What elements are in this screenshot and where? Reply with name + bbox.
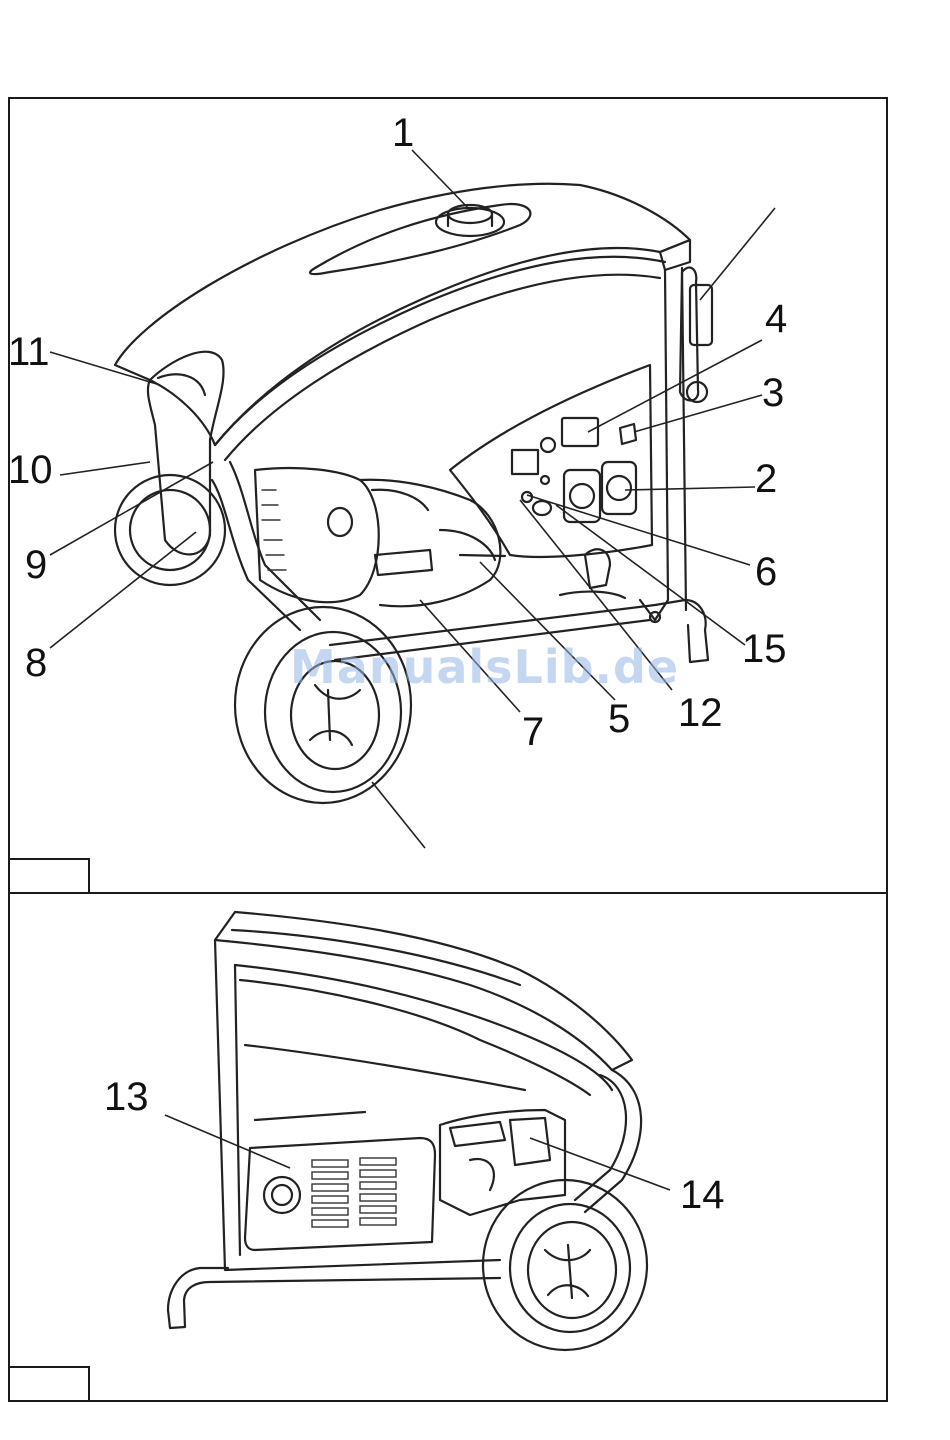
callout-9: 9 — [25, 543, 47, 587]
callout-labels-bottom: 13 14 — [104, 1075, 725, 1217]
callout-7: 7 — [522, 710, 544, 754]
watermark-text: ManualsLib.de — [290, 640, 679, 694]
callout-12: 12 — [678, 691, 723, 735]
callout-11: 11 — [8, 330, 50, 374]
callout-2: 2 — [755, 457, 777, 501]
callout-4: 4 — [765, 297, 787, 341]
generator-rear-drawing — [168, 912, 647, 1350]
callout-5: 5 — [608, 697, 630, 741]
callout-10: 10 — [8, 448, 53, 492]
callout-13: 13 — [104, 1075, 149, 1119]
callout-3: 3 — [762, 371, 784, 415]
callout-1: 1 — [392, 111, 414, 155]
callout-15: 15 — [742, 627, 787, 671]
callout-6: 6 — [755, 550, 777, 594]
callout-8: 8 — [25, 641, 47, 685]
callout-14: 14 — [680, 1173, 725, 1217]
leader-lines-bottom — [165, 1115, 670, 1190]
